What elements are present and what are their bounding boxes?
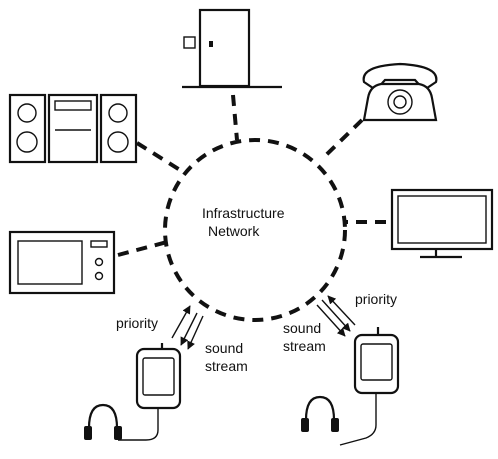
microwave-icon (8, 230, 116, 295)
infrastructure-network-ring (163, 138, 347, 322)
television-icon (390, 188, 494, 259)
right-stream-label-line2: stream (283, 338, 326, 354)
handheld-device-icon (339, 327, 400, 446)
link-microwave (117, 240, 168, 257)
left-client-arrows (171, 305, 204, 350)
right-client-arrows (316, 295, 356, 337)
connection-links (117, 94, 386, 257)
center-label-line2: Network (208, 223, 260, 239)
telephone-icon (362, 62, 438, 122)
left-stream-label-line1: sound (205, 340, 243, 356)
link-stereo (135, 141, 182, 172)
center-label-line1: Infrastructure (202, 205, 285, 221)
right-stream-label-line1: sound (283, 320, 321, 336)
stereo-system-icon (8, 93, 138, 164)
door-icon (182, 8, 282, 89)
right-priority-label: priority (355, 291, 397, 307)
handheld-device-icon (118, 343, 182, 441)
left-priority-label: priority (116, 315, 158, 331)
link-telephone (321, 118, 364, 160)
left-stream-label-line2: stream (205, 358, 248, 374)
headphones-icon (301, 395, 339, 432)
link-door (231, 94, 239, 141)
headphones-icon (84, 403, 122, 440)
